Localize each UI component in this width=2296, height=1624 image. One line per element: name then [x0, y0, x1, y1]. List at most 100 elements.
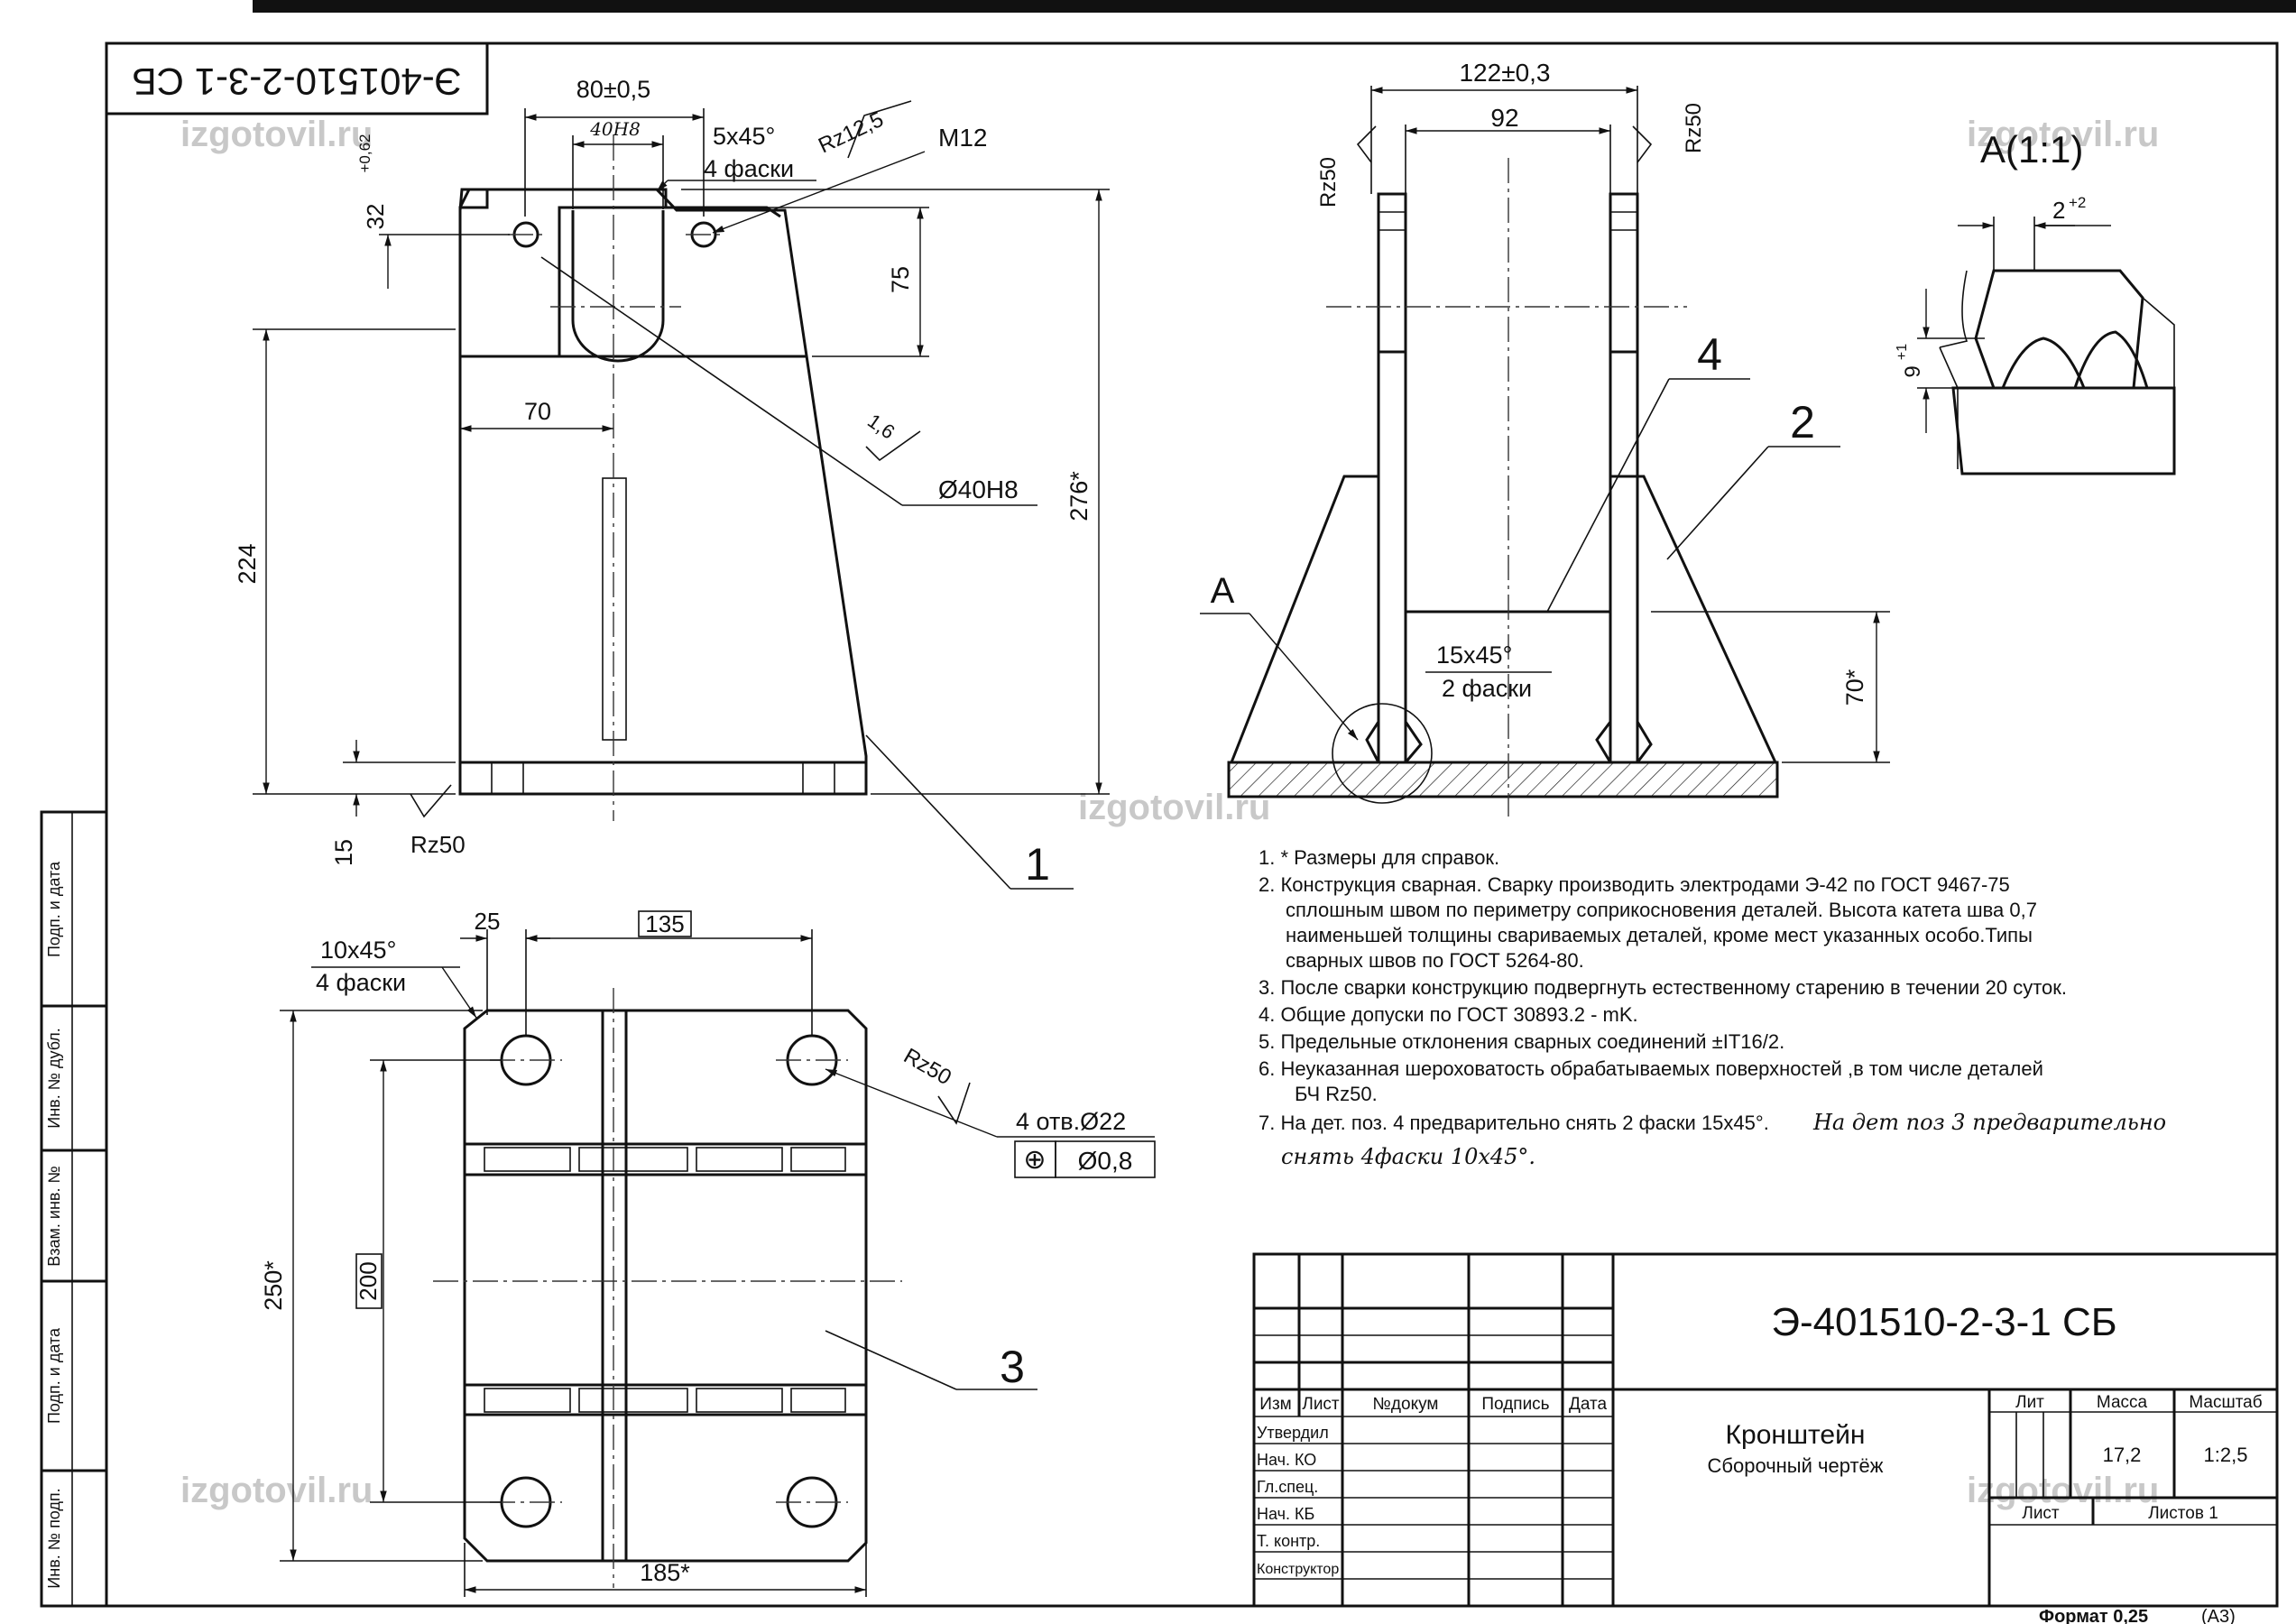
dim-70: 70 — [524, 398, 551, 425]
detail-dim-2: 2 — [2052, 197, 2065, 224]
dim-10x45: 10x45° — [320, 937, 396, 964]
dim-32-tol: +0,62 — [356, 134, 373, 172]
tb-role-1: Утвердил — [1257, 1424, 1329, 1442]
tb-col-list: Лист — [1302, 1395, 1340, 1414]
plan-view: 135 25 10x45° 4 фаски Rz50 4 отв.Ø22 ⊕ Ø… — [260, 908, 1156, 1597]
tb-lit: Лит — [2015, 1393, 2044, 1412]
tb-scale-label: Масштаб — [2189, 1393, 2262, 1412]
note-2: 2. Конструкция сварная. Сварку производи… — [1259, 873, 2010, 896]
dim-5x45-count: 4 фаски — [704, 155, 794, 182]
dim-122: 122±0,3 — [1459, 59, 1550, 87]
side-label-dup: Инв. № дубл. — [45, 1028, 63, 1128]
note-2d: сварных швов по ГОСТ 5264-80. — [1286, 949, 1584, 972]
detail-dim-9: 9 — [1901, 365, 1925, 377]
roughness-rz50-side-left: Rz50 — [1316, 157, 1341, 208]
dim-92: 92 — [1490, 104, 1518, 132]
tb-mass: 17,2 — [2103, 1444, 2142, 1466]
roughness-rz50-front: Rz50 — [410, 831, 466, 858]
format-label: Формат 0,25 — [2039, 1607, 2148, 1624]
tb-col-sign: Подпись — [1481, 1395, 1549, 1414]
position-tol-symbol: ⊕ — [1023, 1145, 1046, 1175]
watermark-4: izgotovil.ru — [180, 1471, 373, 1510]
note-6: 6. Неуказанная шероховатость обрабатывае… — [1259, 1057, 2043, 1080]
position-tol-value: Ø0,8 — [1078, 1147, 1133, 1175]
note-2c: наименьшей толщины свариваемых деталей, … — [1286, 924, 2033, 946]
tb-sheets: Листов 1 — [2148, 1504, 2218, 1523]
note-1: 1. * Размеры для справок. — [1259, 846, 1499, 869]
position-4: 4 — [1697, 329, 1722, 380]
tb-name: Кронштейн — [1726, 1420, 1866, 1450]
dim-32: 32 — [362, 204, 389, 230]
dim-5x45: 5x45° — [713, 123, 775, 150]
dim-40h8: 40H8 — [589, 118, 641, 140]
format-size: (A3) — [2201, 1607, 2236, 1624]
watermark-2: izgotovil.ru — [1967, 115, 2159, 154]
side-view: 122±0,3 92 Rz50 Rz50 4 2 A 15x45° 2 фаск… — [1200, 59, 1890, 817]
scan-top-bar — [253, 0, 2296, 13]
rotated-code-text: Э-401510-2-3-1 СБ — [132, 60, 462, 103]
roughness-rz50-plan: Rz50 — [899, 1044, 955, 1090]
tb-col-izm: Изм — [1259, 1395, 1291, 1414]
tb-sheet: Лист — [2022, 1504, 2060, 1523]
note-6b: БЧ Rz50. — [1295, 1083, 1378, 1105]
holes-spec: 4 отв.Ø22 — [1016, 1108, 1126, 1135]
title-block: Э-401510-2-3-1 СБ Кронштейн Сборочный че… — [1252, 1252, 2279, 1608]
note-4: 4. Общие допуски по ГОСТ 30893.2 - mK. — [1259, 1003, 1638, 1026]
note-3: 3. После сварки конструкцию подвергнуть … — [1259, 976, 2067, 999]
dim-200: 200 — [355, 1261, 382, 1300]
dim-15x45: 15x45° — [1436, 641, 1512, 669]
tb-subtitle: Сборочный чертёж — [1707, 1454, 1883, 1477]
tb-scale: 1:2,5 — [2204, 1444, 2248, 1466]
dim-75: 75 — [887, 266, 914, 293]
side-label-inv: Инв. № подп. — [45, 1488, 63, 1588]
dim-224: 224 — [234, 543, 261, 584]
dim-diameter-40: Ø40H8 — [938, 475, 1019, 503]
dim-80: 80±0,5 — [576, 76, 650, 103]
position-2: 2 — [1790, 397, 1815, 448]
watermarks: izgotovil.ru izgotovil.ru izgotovil.ru i… — [180, 115, 2159, 1510]
tb-role-3: Гл.спец. — [1257, 1478, 1318, 1496]
detail-mark-a: A — [1211, 571, 1235, 611]
tb-role-2: Нач. КО — [1257, 1451, 1316, 1469]
front-view: 80±0,5 40H8 5x45° 4 фаски Rz12,5 M12 32 … — [234, 76, 1110, 890]
detail-title: A(1:1) — [1980, 128, 2083, 171]
tb-mass-label: Масса — [2097, 1393, 2148, 1412]
tb-doc-code: Э-401510-2-3-1 СБ — [1771, 1300, 2116, 1344]
tb-role-4: Нач. КБ — [1257, 1505, 1314, 1523]
watermark-5: izgotovil.ru — [1967, 1471, 2159, 1510]
dim-135: 135 — [645, 910, 684, 937]
detail-a: A(1:1) 2 +2 9 +1 — [1895, 128, 2176, 475]
roughness-16: 1,6 — [863, 410, 899, 444]
side-label-sign-date-1: Подп. и дата — [45, 861, 63, 957]
dim-25: 25 — [475, 908, 501, 935]
rotated-code-box: Э-401510-2-3-1 СБ — [105, 42, 489, 115]
dim-70-side: 70* — [1841, 669, 1868, 706]
thread-m12: M12 — [938, 124, 987, 152]
roughness-rz50-side-right: Rz50 — [1682, 103, 1706, 153]
side-label-sign-date-2: Подп. и дата — [45, 1327, 63, 1424]
side-stamp-column: Подп. и дата Инв. № дубл. Взам. инв. № П… — [40, 810, 108, 1608]
dim-185: 185* — [640, 1559, 690, 1586]
note-7: 7. На дет. поз. 4 предварительно снять 2… — [1259, 1112, 1769, 1134]
tb-col-ndoc: №докум — [1373, 1395, 1439, 1414]
position-3: 3 — [1000, 1342, 1025, 1392]
technical-notes: 1. * Размеры для справок. 2. Конструкция… — [1259, 846, 2166, 1169]
side-label-replace: Взам. инв. № — [45, 1166, 63, 1267]
dim-15: 15 — [330, 839, 357, 866]
detail-dim-2-tol: +2 — [2069, 194, 2086, 211]
handwritten-line-1: На дет поз 3 предварительно — [1812, 1110, 2166, 1135]
position-1: 1 — [1025, 839, 1050, 890]
dim-276: 276* — [1065, 471, 1093, 521]
handwritten-line-2: снять 4фаски 10x45°. — [1281, 1144, 1535, 1169]
watermark-1: izgotovil.ru — [180, 115, 373, 154]
dim-10x45-count: 4 фаски — [316, 969, 406, 996]
tb-role-6: Конструктор — [1257, 1562, 1339, 1577]
tb-role-5: Т. контр. — [1257, 1532, 1320, 1550]
note-2b: сплошным швом по периметру соприкосновен… — [1286, 899, 2037, 921]
dim-250: 250* — [260, 1260, 287, 1311]
note-5: 5. Предельные отклонения сварных соедине… — [1259, 1030, 1784, 1053]
dim-15x45-count: 2 фаски — [1442, 675, 1532, 702]
tb-col-date: Дата — [1569, 1395, 1608, 1414]
detail-dim-9-tol: +1 — [1895, 344, 1910, 360]
